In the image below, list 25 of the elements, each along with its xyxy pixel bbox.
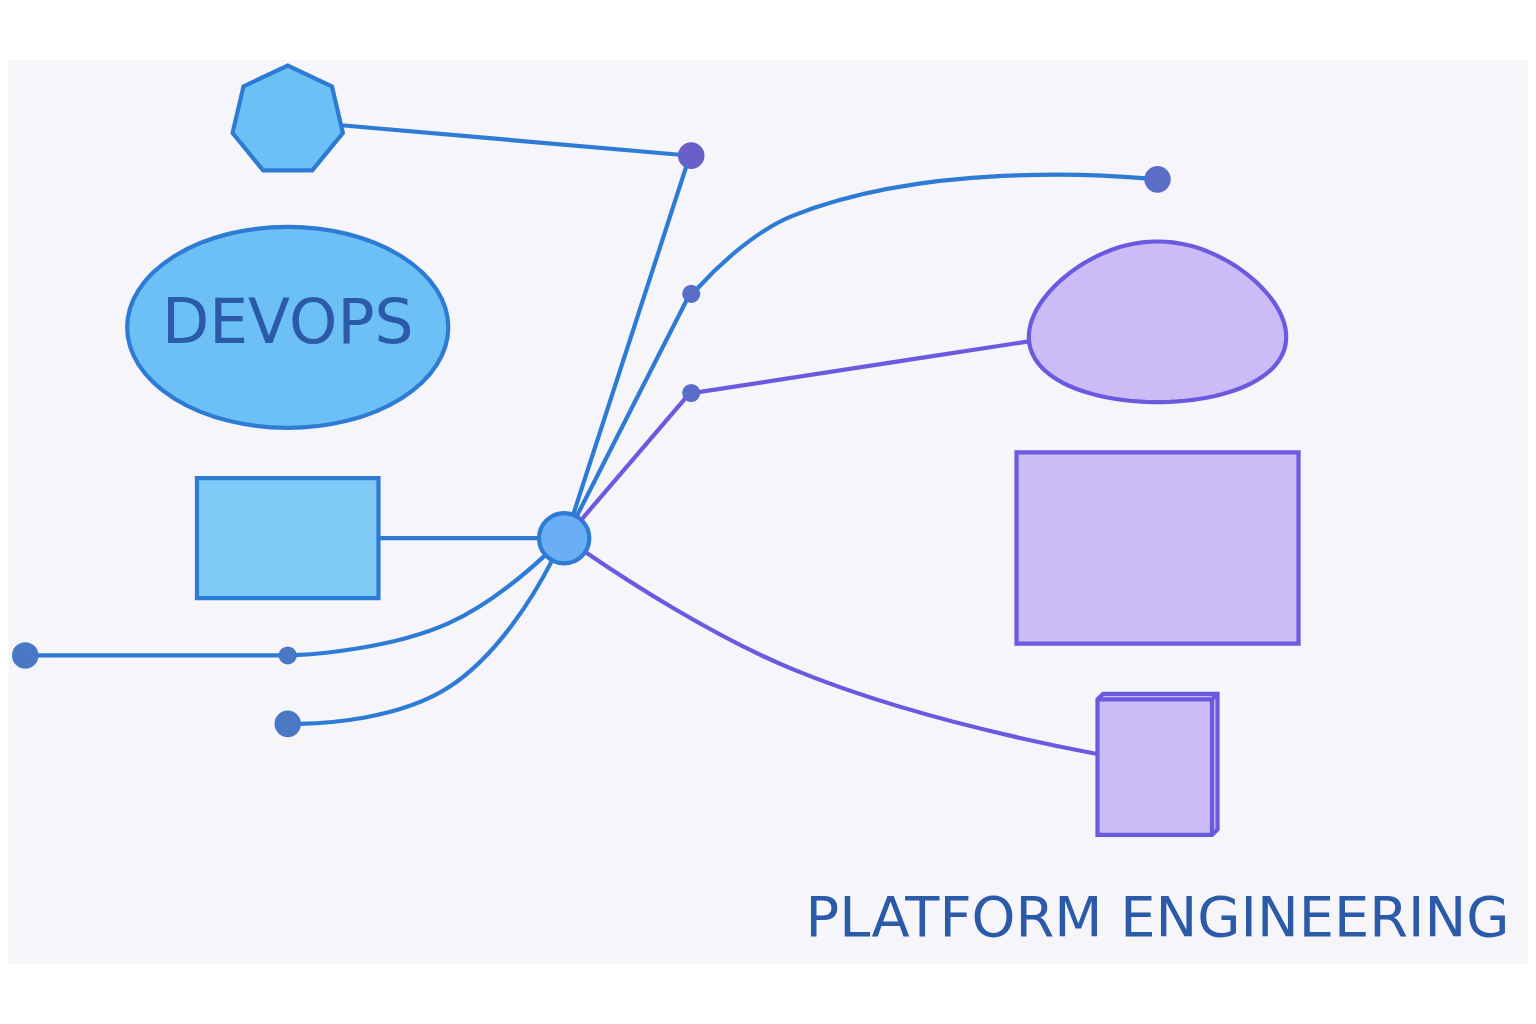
connector [36, 653, 281, 658]
node-gear [230, 63, 346, 173]
node-ellipse: DEVOPS [125, 224, 451, 430]
node-circle [1144, 166, 1171, 193]
node-circle [278, 646, 297, 665]
node-box [1014, 450, 1301, 646]
connector [294, 553, 547, 658]
connector [698, 339, 1030, 395]
connector [579, 396, 688, 522]
connector [584, 550, 1098, 757]
node-circle [536, 510, 592, 566]
connector [340, 123, 681, 157]
node-circle [682, 383, 701, 403]
connector [571, 165, 689, 515]
node-cloud [1026, 239, 1289, 405]
node-circle [682, 284, 701, 303]
node-circle [274, 710, 301, 738]
node-circle [12, 642, 39, 669]
connector [298, 559, 554, 726]
connector [378, 536, 539, 541]
node-circle [677, 142, 705, 169]
node-box [194, 476, 381, 601]
connector [695, 172, 1147, 291]
connector [574, 298, 689, 517]
node-text: PLATFORM ENGINEERING [805, 884, 1510, 950]
